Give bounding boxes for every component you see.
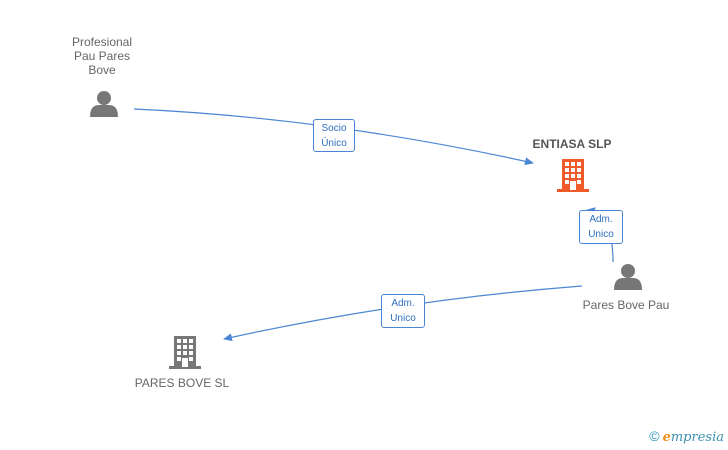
person-icon[interactable] bbox=[614, 264, 642, 290]
copyright-icon: © bbox=[649, 428, 660, 444]
empresia-logo: ©empresia bbox=[649, 428, 724, 445]
building-icon[interactable] bbox=[169, 336, 201, 369]
node-label-pares-bove-sl[interactable]: PARES BOVE SL bbox=[134, 376, 230, 390]
node-label-line: Pau Pares bbox=[73, 49, 131, 63]
edge-label-line: Adm. bbox=[391, 298, 415, 309]
edge-label-line: Unico bbox=[390, 313, 416, 324]
person-icon[interactable] bbox=[90, 91, 118, 117]
brand-e: e bbox=[662, 430, 671, 445]
node-label-entiasa-slp[interactable]: ENTIASA SLP bbox=[532, 137, 612, 151]
brand-name: mpresia bbox=[670, 430, 724, 445]
edge-label-line: Socio bbox=[321, 123, 347, 134]
node-label-pares-bove-pau[interactable]: Pares Bove Pau bbox=[582, 298, 670, 312]
node-label-line: Bove bbox=[88, 63, 116, 77]
edge-label-socio-unico[interactable]: Socio Único bbox=[313, 119, 355, 152]
edge-label-line: Unico bbox=[588, 229, 614, 240]
edge-label-line: Adm. bbox=[589, 214, 613, 225]
edge-label-line: Único bbox=[321, 138, 347, 149]
edge-label-adm-unico-2[interactable]: Adm. Unico bbox=[381, 294, 425, 328]
node-label-line: Profesional bbox=[71, 35, 133, 49]
edge-label-adm-unico-1[interactable]: Adm. Unico bbox=[579, 210, 623, 244]
building-icon[interactable] bbox=[557, 159, 589, 192]
node-label-pau-pares-bove[interactable]: Profesional Pau Pares Bove bbox=[50, 35, 154, 77]
